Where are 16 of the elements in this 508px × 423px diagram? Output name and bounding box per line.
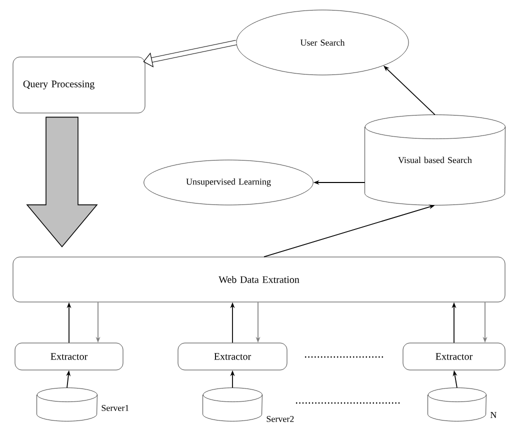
process-box: Web Data Extration — [12, 256, 506, 302]
database-cylinder: Visual based Search — [364, 114, 506, 206]
hollow-arrow — [143, 40, 237, 68]
extractor-box: Extractor — [402, 342, 506, 370]
ellipse-node: User Search — [236, 10, 409, 76]
server-cylinder — [202, 388, 262, 422]
server-cylinder — [428, 388, 486, 422]
extractor-box: Extractor — [14, 342, 124, 370]
server-label: Server2 — [266, 416, 294, 422]
server-label: Server1 — [102, 404, 129, 412]
server-cylinder — [36, 388, 98, 422]
server-label: N — [490, 412, 496, 418]
ellipse-node: Unsupervised Learning — [144, 160, 314, 206]
extractor-box: Extractor — [178, 342, 288, 370]
block-arrow — [26, 116, 98, 248]
process-box: Query Processing — [12, 56, 146, 114]
